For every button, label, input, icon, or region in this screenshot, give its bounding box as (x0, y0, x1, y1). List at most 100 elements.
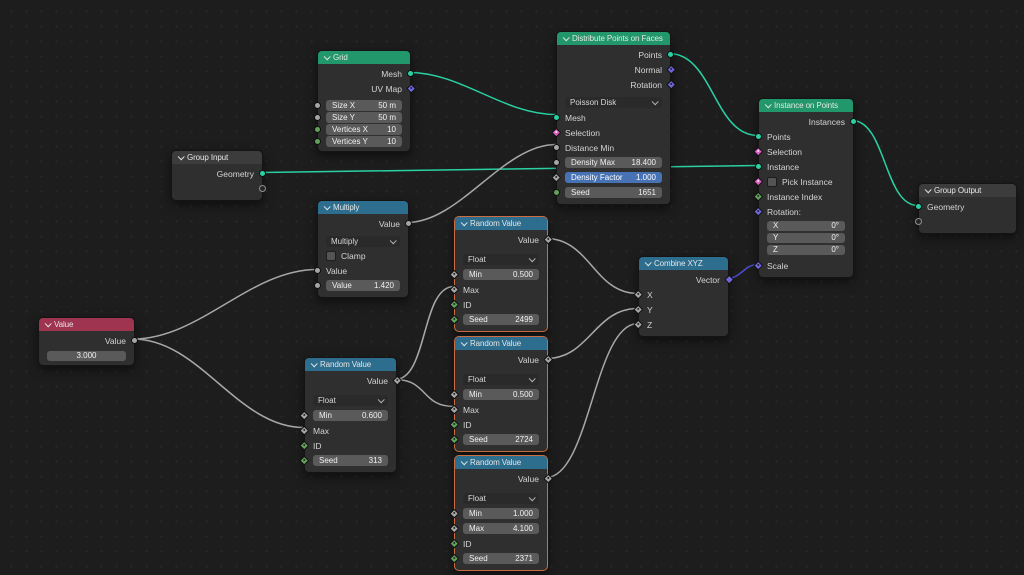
max-field[interactable]: Max 4.100 (463, 523, 539, 534)
collapse-chevron-icon[interactable] (323, 53, 331, 61)
wire-value-to-random-left-max[interactable] (132, 338, 305, 429)
wire-multiply-to-distance-min[interactable] (406, 143, 557, 224)
socket-mesh-input[interactable] (553, 114, 560, 121)
node-group-input[interactable]: Group Input Geometry (171, 150, 266, 201)
node-multiply[interactable]: Multiply Value Multiply Clamp Value (314, 200, 412, 298)
field-label: Vertices Y (332, 136, 368, 146)
collapse-chevron-icon[interactable] (924, 186, 932, 194)
socket-vertices-x-input[interactable] (314, 125, 321, 133)
collapse-chevron-icon[interactable] (44, 320, 52, 328)
socket-mesh-output[interactable] (407, 70, 414, 77)
node-random-value-header[interactable]: Random Value (455, 337, 547, 350)
node-distribute-header[interactable]: Distribute Points on Faces (557, 32, 670, 45)
collapse-chevron-icon[interactable] (310, 360, 318, 368)
node-random-value-z[interactable]: Random Value Value Float Min 1.000 (449, 455, 553, 571)
rotation-z-field[interactable]: Z 0° (767, 244, 845, 255)
node-value[interactable]: Value Value 3.000 (38, 317, 138, 366)
node-random-value-header[interactable]: Random Value (455, 217, 547, 230)
wire-random-left-to-random-x-max[interactable] (394, 285, 455, 381)
node-value-header[interactable]: Value (39, 318, 134, 331)
clamp-checkbox[interactable] (326, 251, 336, 261)
seed-field[interactable]: Seed 313 (313, 455, 388, 466)
socket-density-max-input[interactable] (553, 159, 560, 166)
seed-field[interactable]: Seed 2724 (463, 434, 539, 445)
socket-geometry-input[interactable] (915, 203, 922, 210)
vertices-x-field[interactable]: Vertices X 10 (326, 124, 402, 135)
node-instance-header[interactable]: Instance on Points (759, 99, 853, 112)
socket-instances-output[interactable] (850, 118, 857, 125)
node-group-output-header[interactable]: Group Output (919, 184, 1016, 197)
size-y-field[interactable]: Size Y 50 m (326, 112, 402, 123)
socket-size-x-input[interactable] (314, 101, 321, 109)
data-type-dropdown[interactable]: Float (463, 254, 539, 265)
socket-instance-input[interactable] (755, 163, 762, 170)
distribution-method-dropdown[interactable]: Poisson Disk (565, 97, 662, 108)
socket-seed-input[interactable] (553, 189, 560, 196)
density-max-field[interactable]: Density Max 18.400 (565, 157, 662, 168)
node-random-value-left[interactable]: Random Value Value Float Min 0.600 (299, 357, 402, 473)
min-field[interactable]: Min 0.500 (463, 389, 539, 400)
collapse-chevron-icon[interactable] (460, 339, 468, 347)
data-type-dropdown[interactable]: Float (313, 395, 388, 406)
collapse-chevron-icon[interactable] (460, 219, 468, 227)
socket-points-input[interactable] (755, 133, 762, 140)
node-distribute-points-on-faces[interactable]: Distribute Points on Faces Points Normal… (551, 31, 676, 205)
node-grid[interactable]: Grid Mesh UV Map Size X 50 m Size Y (314, 50, 416, 152)
socket-value-input[interactable] (314, 267, 321, 274)
pick-instance-checkbox[interactable] (767, 176, 777, 187)
wire-grid-mesh-to-distribute-mesh[interactable] (408, 71, 557, 116)
node-random-value-x[interactable]: Random Value Value Float Min 0.500 (449, 216, 553, 332)
size-x-field[interactable]: Size X 50 m (326, 100, 402, 111)
rotation-y-field[interactable]: Y 0° (767, 232, 845, 243)
collapse-chevron-icon[interactable] (323, 203, 331, 211)
socket-value-output[interactable] (131, 337, 138, 344)
value-field[interactable]: Value 1.420 (326, 280, 400, 291)
wire-random-y-to-combine-y[interactable] (545, 307, 639, 360)
collapse-chevron-icon[interactable] (177, 153, 185, 161)
collapse-chevron-icon[interactable] (562, 34, 570, 42)
node-random-value-y[interactable]: Random Value Value Float Min 0.500 (449, 336, 553, 452)
wire-random-left-to-random-y-max[interactable] (394, 378, 455, 408)
wire-distribute-points-to-instance-points[interactable] (668, 52, 759, 137)
vertices-y-field[interactable]: Vertices Y 10 (326, 136, 402, 147)
socket-size-y-input[interactable] (314, 113, 321, 121)
wire-value-to-multiply-value[interactable] (132, 268, 318, 340)
node-multiply-header[interactable]: Multiply (318, 201, 408, 214)
node-random-value-header[interactable]: Random Value (455, 456, 547, 469)
node-random-value-header[interactable]: Random Value (305, 358, 396, 371)
wire-random-x-to-combine-x[interactable] (545, 237, 639, 295)
data-type-dropdown[interactable]: Float (463, 493, 539, 504)
wire-instances-to-group-output[interactable] (851, 119, 919, 207)
value-field[interactable]: 3.000 (47, 350, 126, 361)
node-grid-header[interactable]: Grid (318, 51, 410, 64)
wire-random-z-to-combine-z[interactable] (545, 322, 639, 479)
data-type-dropdown[interactable]: Float (463, 374, 539, 385)
seed-field[interactable]: Seed 2499 (463, 314, 539, 325)
node-combine-xyz-header[interactable]: Combine XYZ (639, 257, 728, 270)
density-factor-field[interactable]: Density Factor 1.000 (565, 172, 662, 183)
collapse-chevron-icon[interactable] (644, 259, 652, 267)
socket-distance-min-input[interactable] (553, 144, 560, 151)
seed-field[interactable]: Seed 2371 (463, 553, 539, 564)
operation-dropdown[interactable]: Multiply (326, 236, 400, 247)
node-combine-xyz[interactable]: Combine XYZ Vector X Y Z (633, 256, 734, 337)
node-group-input-header[interactable]: Group Input (172, 151, 262, 164)
min-field[interactable]: Min 0.600 (313, 410, 388, 421)
virtual-socket-output[interactable] (259, 185, 266, 192)
virtual-socket-input[interactable] (915, 218, 922, 225)
socket-points-output[interactable] (667, 51, 674, 58)
socket-value-field-input[interactable] (314, 282, 321, 289)
min-field[interactable]: Min 0.500 (463, 269, 539, 280)
seed-field[interactable]: Seed 1651 (565, 187, 662, 198)
collapse-chevron-icon[interactable] (764, 101, 772, 109)
collapse-chevron-icon[interactable] (460, 458, 468, 466)
node-group-output[interactable]: Group Output Geometry (915, 183, 1017, 234)
socket-value-output[interactable] (405, 220, 412, 227)
wire-group-input-geometry-to-instance[interactable] (260, 164, 759, 174)
rotation-x-field[interactable]: X 0° (767, 220, 845, 231)
node-instance-on-points[interactable]: Instance on Points Instances Points Sele… (753, 98, 857, 278)
socket-vertices-y-input[interactable] (314, 137, 321, 145)
socket-geometry-output[interactable] (259, 170, 266, 177)
min-field[interactable]: Min 1.000 (463, 508, 539, 519)
